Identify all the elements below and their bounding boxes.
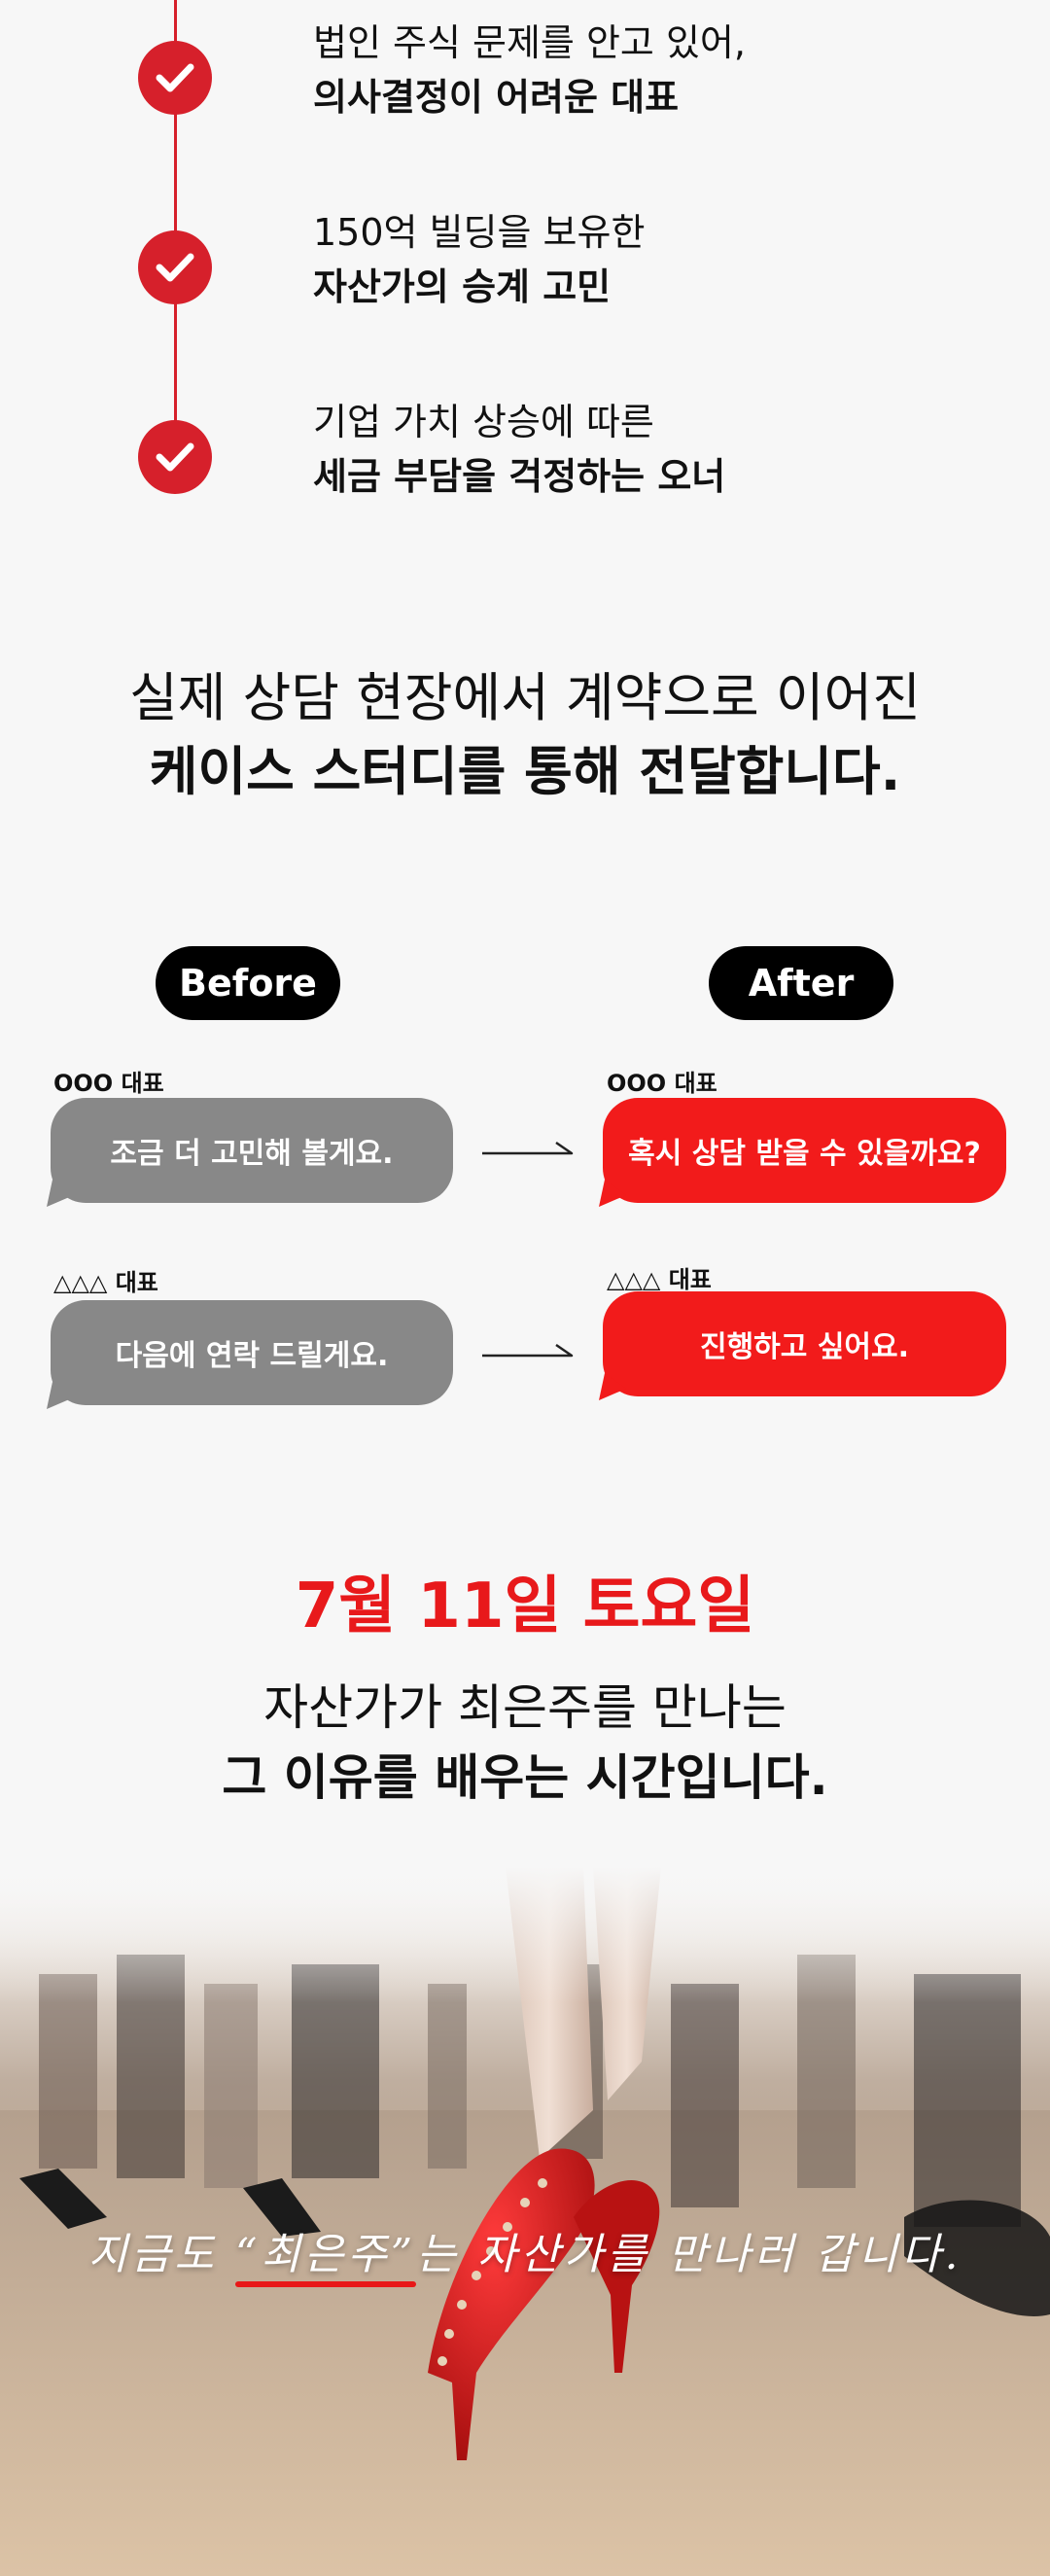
timeline-text-line1: 법인 주식 문제를 안고 있어, — [313, 21, 746, 64]
timeline-item: 기업 가치 상승에 따른 세금 부담을 걱정하는 오너 — [0, 379, 1050, 506]
before-message-text: 조금 더 고민해 볼게요. — [110, 1137, 394, 1171]
caption-prefix: 지금도 — [88, 2230, 235, 2279]
timeline-text: 법인 주식 문제를 안고 있어, 의사결정이 어려운 대표 — [313, 16, 746, 124]
before-label: Before — [156, 946, 340, 1020]
timeline-item: 150억 빌딩을 보유한 자산가의 승계 고민 — [0, 190, 1050, 316]
walking-heels-photo — [0, 1867, 1050, 2576]
timeline-text-line2: 의사결정이 어려운 대표 — [313, 76, 680, 119]
before-speaker: △△△ 대표 — [53, 1269, 158, 1296]
after-label: After — [709, 946, 893, 1020]
heading-line2: 케이스 스터디를 통해 전달합니다. — [149, 741, 901, 802]
after-speaker: OOO 대표 — [607, 1070, 718, 1097]
after-message-text: 진행하고 싶어요. — [699, 1330, 910, 1364]
timeline-text-line1: 150억 빌딩을 보유한 — [313, 211, 646, 254]
caption-suffix: 는 자산가를 만나러 갑니다. — [416, 2230, 962, 2279]
before-message-bubble: 조금 더 고민해 볼게요. — [47, 1098, 453, 1207]
arrow-right-icon — [482, 1141, 574, 1155]
timeline-line — [174, 0, 177, 457]
arrow-right-icon — [482, 1343, 574, 1358]
photo-caption: 지금도 “최은주”는 자산가를 만나러 갑니다. — [0, 2219, 1050, 2287]
target-audience-timeline: 법인 주식 문제를 안고 있어, 의사결정이 어려운 대표 150억 빌딩을 보… — [0, 0, 1050, 545]
event-line2: 그 이유를 배우는 시간입니다. — [222, 1749, 828, 1806]
timeline-item: 법인 주식 문제를 안고 있어, 의사결정이 어려운 대표 — [0, 0, 1050, 126]
timeline-text: 기업 가치 상승에 따른 세금 부담을 걱정하는 오너 — [313, 395, 725, 504]
after-message-text: 혹시 상담 받을 수 있을까요? — [628, 1137, 981, 1171]
bubble-tail-icon — [47, 1180, 74, 1207]
bubble-tail-icon — [599, 1180, 626, 1207]
check-icon — [138, 230, 212, 304]
after-message-bubble: 혹시 상담 받을 수 있을까요? — [599, 1098, 1006, 1207]
photo-fade — [0, 1867, 1050, 2003]
check-icon — [138, 41, 212, 115]
timeline-text: 150억 빌딩을 보유한 자산가의 승계 고민 — [313, 205, 645, 314]
bubble-tail-icon — [47, 1382, 74, 1409]
case-study-heading: 실제 상담 현장에서 계약으로 이어진 케이스 스터디를 통해 전달합니다. — [0, 661, 1050, 809]
event-description: 자산가가 최은주를 만나는 그 이유를 배우는 시간입니다. — [0, 1673, 1050, 1813]
after-speaker: △△△ 대표 — [607, 1266, 712, 1293]
bubble-tail-icon — [599, 1373, 626, 1400]
event-line1: 자산가가 최은주를 만나는 — [263, 1679, 787, 1736]
timeline-text-line1: 기업 가치 상승에 따른 — [313, 401, 654, 443]
caption-underline — [234, 2281, 417, 2287]
timeline-text-line2: 자산가의 승계 고민 — [313, 265, 612, 308]
check-icon — [138, 420, 212, 494]
after-message-bubble: 진행하고 싶어요. — [599, 1291, 1006, 1400]
timeline-text-line2: 세금 부담을 걱정하는 오너 — [313, 455, 726, 498]
heading-line1: 실제 상담 현장에서 계약으로 이어진 — [129, 667, 921, 728]
before-speaker: OOO 대표 — [53, 1070, 164, 1097]
event-date: 7월 11일 토요일 — [295, 1570, 755, 1642]
before-message-text: 다음에 연락 드릴게요. — [115, 1339, 389, 1373]
caption-highlight: “최은주” — [234, 2219, 417, 2287]
caption-highlight-text: “최은주” — [234, 2230, 417, 2279]
before-message-bubble: 다음에 연락 드릴게요. — [47, 1300, 453, 1409]
